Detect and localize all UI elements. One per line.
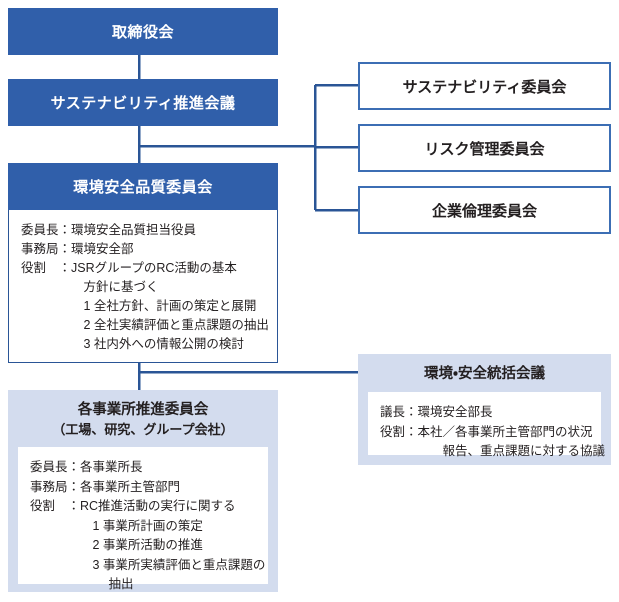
panel-ehsq-committee-details: 委員長：環境安全品質担当役員 事務局：環境安全部 役割 ：JSRグループのRC活…: [8, 210, 278, 363]
panel-ehs-general-meeting-details: 議長：環境安全部長 役割：本社／各事業所主管部門の状況 報告、重点課題に対する協…: [368, 392, 605, 458]
site-committee-detail-line: 役割 ：RC推進活動の実行に関する: [30, 499, 236, 513]
node-corporate-ethics-committee[interactable]: 企業倫理委員会: [358, 186, 611, 234]
site-committee-detail-line: 抽出: [30, 577, 134, 591]
node-board-of-directors-label: 取締役会: [111, 24, 174, 41]
site-committee-detail-line: 3 事業所実績評価と重点課題の: [30, 557, 266, 572]
ehsq-detail-line: 委員長：環境安全品質担当役員: [21, 223, 197, 237]
site-committee-detail-line: 委員長：各事業所長: [30, 460, 143, 474]
panel-site-promotion-committee-details: 委員長：各事業所長 事務局：各事業所主管部門 役割 ：RC推進活動の実行に関する…: [18, 447, 268, 591]
node-ehsq-committee-header-label: 環境安全品質委員会: [73, 179, 213, 196]
node-site-promotion-committee-subtitle: （工場、研究、グループ会社）: [52, 422, 234, 437]
node-risk-management-committee[interactable]: リスク管理委員会: [358, 124, 611, 172]
ehsq-detail-line: 方針に基づく: [21, 280, 159, 294]
ehs-general-meeting-detail-line: 役割：本社／各事業所主管部門の状況: [380, 424, 593, 439]
node-board-of-directors[interactable]: 取締役会: [8, 8, 278, 55]
node-site-promotion-committee-title: 各事業所推進委員会: [77, 402, 209, 418]
ehsq-detail-line: 2 全社実績評価と重点課題の抽出: [21, 318, 269, 332]
ehs-general-meeting-detail-line: 報告、重点課題に対する協議: [380, 444, 606, 458]
ehs-general-meeting-detail-line: 議長：環境安全部長: [380, 405, 493, 419]
node-site-promotion-committee[interactable]: 各事業所推進委員会 （工場、研究、グループ会社） 委員長：各事業所長 事務局：各…: [8, 390, 278, 592]
ehsq-detail-line: 1 全社方針、計画の策定と展開: [21, 299, 257, 313]
node-ehs-general-meeting[interactable]: 環境・安全統括会議 議長：環境安全部長 役割：本社／各事業所主管部門の状況 報告…: [358, 354, 611, 465]
ehsq-detail-line: 事務局：環境安全部: [21, 242, 134, 256]
node-sustainability-committee-label: サステナビリティ委員会: [402, 78, 567, 96]
ehsq-detail-line: 役割 ：JSRグループのRC活動の基本: [21, 261, 237, 275]
node-sustainability-promotion-council-label: サステナビリティ推進会議: [50, 95, 236, 112]
node-risk-management-committee-label: リスク管理委員会: [424, 140, 545, 158]
node-corporate-ethics-committee-label: 企業倫理委員会: [431, 202, 537, 220]
site-committee-detail-line: 2 事業所活動の推進: [30, 538, 203, 552]
node-ehs-general-meeting-title: 環境・安全統括会議: [424, 366, 545, 382]
site-committee-detail-line: 1 事業所計画の策定: [30, 518, 203, 533]
node-ehsq-committee-header[interactable]: 環境安全品質委員会: [8, 163, 278, 210]
site-committee-detail-line: 事務局：各事業所主管部門: [30, 479, 181, 494]
node-sustainability-committee[interactable]: サステナビリティ委員会: [358, 62, 611, 110]
ehsq-detail-line: 3 社内外への情報公開の検討: [21, 337, 244, 351]
node-sustainability-promotion-council[interactable]: サステナビリティ推進会議: [8, 79, 278, 126]
